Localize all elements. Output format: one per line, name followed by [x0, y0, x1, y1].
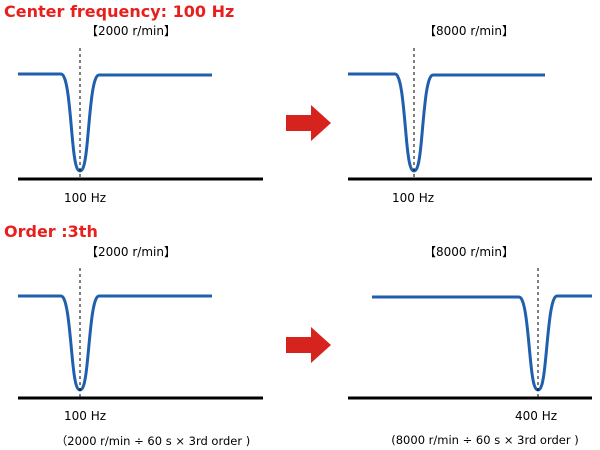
- section-order: [18, 268, 592, 400]
- speed-label-top-left: 【2000 r/min】: [86, 24, 176, 38]
- right-arrow-icon: [286, 105, 331, 141]
- speed-label-top-right: 【8000 r/min】: [424, 24, 514, 38]
- frequency-label-top-right: 100 Hz: [391, 191, 435, 205]
- notch-curve-top-right: [348, 72, 545, 173]
- speed-label-bottom-right: 【8000 r/min】: [424, 245, 514, 259]
- notch-curve-top-left: [18, 72, 212, 173]
- frequency-label-bottom-right: 400 Hz: [514, 409, 558, 423]
- formula-bottom-right: (8000 r/min ÷ 60 s × 3rd order ): [391, 433, 579, 447]
- heading-order: Order :3th: [4, 222, 98, 241]
- section-center-frequency: [18, 48, 592, 181]
- heading-center-frequency: Center frequency: 100 Hz: [4, 2, 235, 21]
- speed-label-bottom-left: 【2000 r/min】: [86, 245, 176, 259]
- frequency-label-bottom-left: 100 Hz: [63, 409, 107, 423]
- notch-curve-bottom-left: [18, 294, 212, 392]
- formula-bottom-left: （2000 r/min ÷ 60 s × 3rd order ): [55, 434, 251, 448]
- frequency-label-top-left: 100 Hz: [63, 191, 107, 205]
- notch-curve-bottom-right: [372, 294, 592, 392]
- right-arrow-icon: [286, 327, 331, 363]
